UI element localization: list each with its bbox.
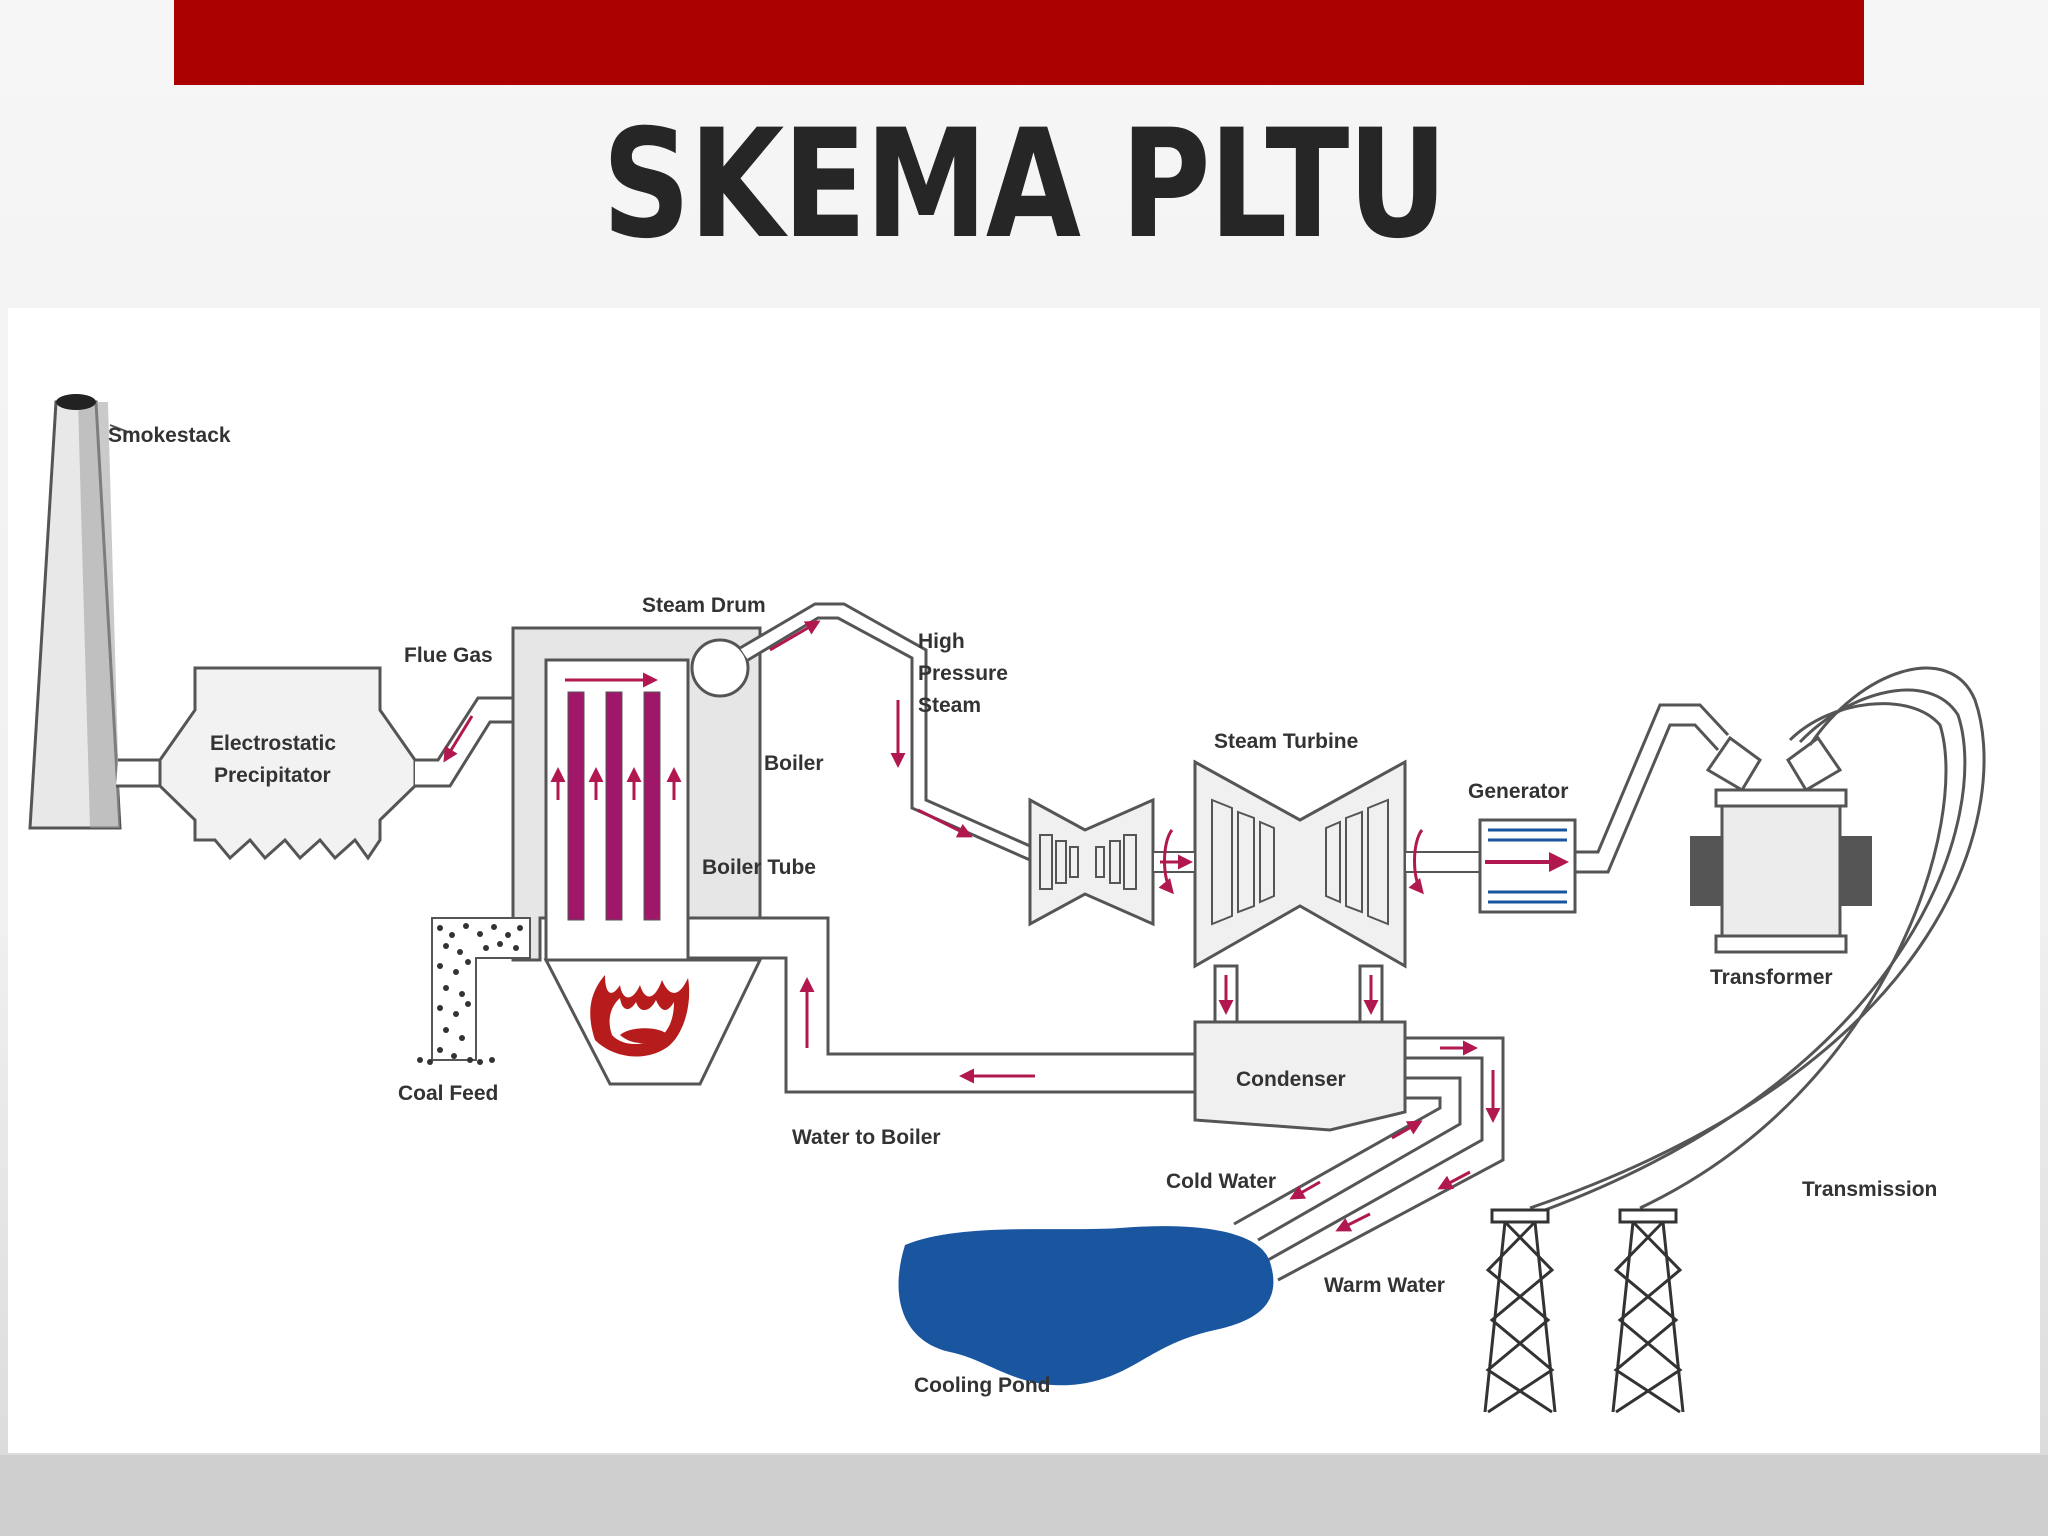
label-steam-drum: Steam Drum	[642, 594, 766, 617]
label-warm-water: Warm Water	[1324, 1274, 1445, 1297]
smokestack	[28, 394, 122, 830]
label-boiler: Boiler	[764, 752, 824, 775]
label-smokestack: Smokestack	[108, 424, 231, 447]
generator	[1478, 818, 1577, 914]
label-transmission: Transmission	[1802, 1178, 1937, 1201]
footer-band	[0, 1455, 2048, 1536]
fire-icon	[590, 975, 690, 1057]
title-accent-bar	[174, 0, 1864, 85]
hp-turbine	[1028, 797, 1155, 927]
label-boiler-tube: Boiler Tube	[702, 856, 816, 879]
transmission-tower	[1483, 1208, 1557, 1414]
label-electrostatic: Electrostatic	[210, 732, 336, 755]
label-cooling-pond: Cooling Pond	[914, 1374, 1050, 1397]
label-condenser: Condenser	[1236, 1068, 1346, 1091]
electrostatic-precipitator	[158, 666, 417, 861]
condenser	[1193, 1020, 1407, 1132]
transmission-lines	[1529, 666, 1986, 1212]
steam-turbine	[1193, 759, 1407, 969]
label-generator: Generator	[1468, 780, 1568, 803]
transmission-tower	[1611, 1208, 1685, 1414]
label-high: High	[918, 630, 965, 653]
cooling-pond	[898, 1226, 1274, 1386]
label-steam-turbine: Steam Turbine	[1214, 730, 1358, 753]
coal-feed	[417, 917, 531, 1065]
label-water-to-boiler: Water to Boiler	[792, 1126, 941, 1149]
transformer	[1690, 735, 1872, 954]
label-pressure: Pressure	[918, 662, 1008, 685]
label-precipitator: Precipitator	[214, 764, 331, 787]
label-steam: Steam	[918, 694, 981, 717]
label-flue-gas: Flue Gas	[404, 644, 493, 667]
label-coal-feed: Coal Feed	[398, 1082, 498, 1105]
label-transformer: Transformer	[1710, 966, 1833, 989]
label-cold-water: Cold Water	[1166, 1170, 1276, 1193]
slide-title: SKEMA PLTU	[602, 98, 1448, 272]
